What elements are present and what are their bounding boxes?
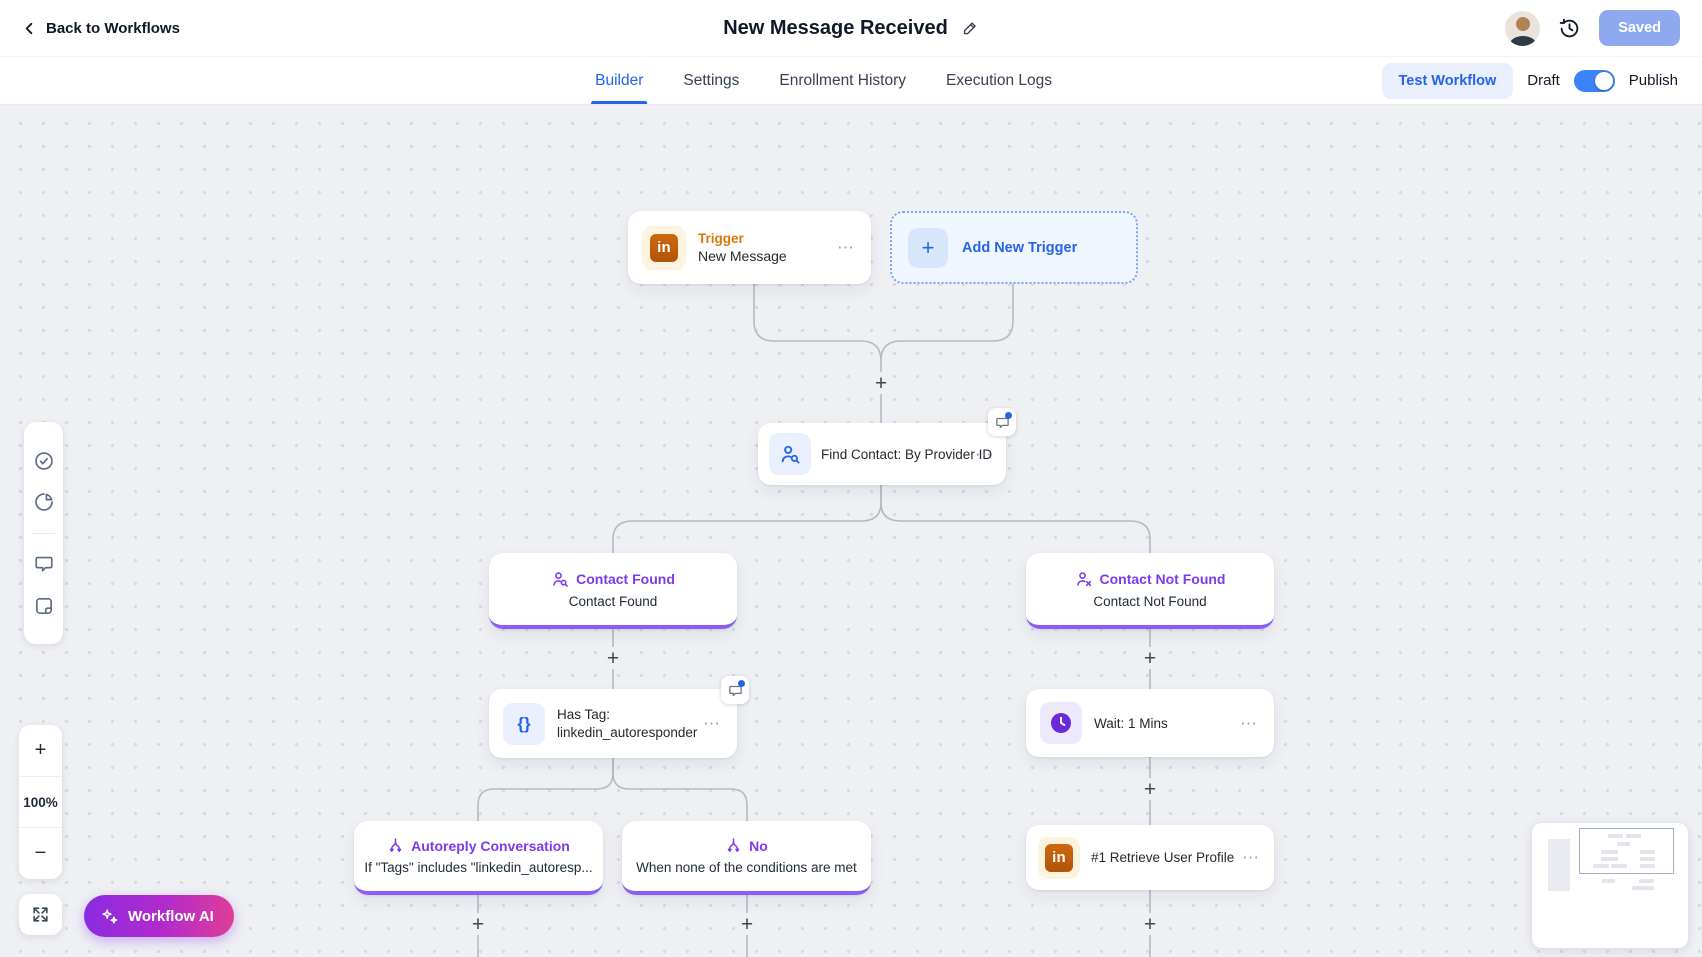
fullscreen-button[interactable] xyxy=(19,894,62,935)
comment-indicator-dot xyxy=(738,680,745,687)
tab-settings[interactable]: Settings xyxy=(683,71,740,89)
add-step-button[interactable]: + xyxy=(1139,647,1161,669)
tab-builder[interactable]: Builder xyxy=(591,57,648,104)
minimap-viewport[interactable] xyxy=(1579,828,1674,874)
contact-found-node[interactable]: Contact Found Contact Found xyxy=(489,553,737,629)
trigger-node[interactable]: in Trigger New Message ⋯ xyxy=(628,211,871,284)
branch-subtitle: Contact Not Found xyxy=(1093,593,1207,609)
canvas-side-toolbar xyxy=(24,422,63,644)
sticky-note-icon[interactable] xyxy=(33,595,55,617)
autoreply-conversation-node[interactable]: Autoreply Conversation If "Tags" include… xyxy=(354,821,603,895)
workflow-ai-button[interactable]: Workflow AI xyxy=(84,895,234,937)
page-title: New Message Received xyxy=(723,16,948,39)
comment-badge[interactable] xyxy=(988,408,1016,436)
has-tag-line1: Has Tag: xyxy=(557,707,611,722)
linkedin-icon: in xyxy=(642,225,686,270)
wait-title: Wait: 1 Mins xyxy=(1094,715,1168,731)
zoom-in-button[interactable]: + xyxy=(19,725,62,776)
has-tag-node[interactable]: {} Has Tag: linkedin_autoresponder ⋯ xyxy=(489,689,737,758)
pie-chart-icon[interactable] xyxy=(33,491,55,513)
zoom-controls: + 100% − xyxy=(19,725,62,879)
add-step-button[interactable]: + xyxy=(870,372,892,394)
add-new-trigger-label: Add New Trigger xyxy=(962,239,1078,256)
retrieve-user-profile-node[interactable]: in #1 Retrieve User Profile ⋯ xyxy=(1026,825,1274,890)
branch-icon xyxy=(725,837,742,854)
find-contact-title: Find Contact: By Provider ID xyxy=(821,446,993,462)
sparkles-icon xyxy=(100,907,119,926)
saved-button[interactable]: Saved xyxy=(1599,10,1680,46)
find-contact-node[interactable]: Find Contact: By Provider ID ⋯ xyxy=(758,423,1006,485)
minimap[interactable] xyxy=(1532,823,1688,948)
person-search-icon xyxy=(769,433,811,475)
branch-subtitle: Contact Found xyxy=(568,593,658,609)
header: Back to Workflows New Message Received S… xyxy=(0,0,1702,57)
node-menu-button[interactable]: ⋯ xyxy=(1242,848,1260,867)
avatar[interactable] xyxy=(1505,10,1541,46)
zoom-level: 100% xyxy=(19,775,62,828)
branch-title: Contact Found xyxy=(576,570,675,587)
person-search-icon xyxy=(551,570,569,588)
comment-badge[interactable] xyxy=(721,676,749,704)
check-circle-icon[interactable] xyxy=(33,450,55,472)
node-menu-button[interactable]: ⋯ xyxy=(703,714,721,733)
zoom-out-button[interactable]: − xyxy=(19,827,62,879)
trigger-category: Trigger xyxy=(698,231,744,246)
branch-title: Contact Not Found xyxy=(1099,570,1226,587)
back-label: Back to Workflows xyxy=(46,19,180,37)
retrieve-profile-title: #1 Retrieve User Profile xyxy=(1091,850,1235,865)
braces-icon: {} xyxy=(503,702,545,745)
comment-icon[interactable] xyxy=(33,553,55,575)
minimap-node-block xyxy=(1548,839,1570,891)
add-step-button[interactable]: + xyxy=(1139,778,1161,800)
toolbar-divider xyxy=(32,532,55,534)
node-menu-button[interactable]: ⋯ xyxy=(837,238,855,257)
branch-subtitle: If "Tags" includes "linkedin_autoresp... xyxy=(364,860,593,875)
tabbar: Builder Settings Enrollment History Exec… xyxy=(0,57,1702,105)
add-step-button[interactable]: + xyxy=(602,647,624,669)
add-step-button[interactable]: + xyxy=(736,913,758,935)
branch-title: Autoreply Conversation xyxy=(411,837,570,854)
publish-toggle[interactable] xyxy=(1573,69,1615,92)
wait-node[interactable]: Wait: 1 Mins ⋯ xyxy=(1026,689,1274,757)
branch-subtitle: When none of the conditions are met xyxy=(636,860,857,875)
edit-title-icon[interactable] xyxy=(961,19,979,37)
chevron-left-icon xyxy=(22,21,37,36)
add-step-button[interactable]: + xyxy=(467,913,489,935)
clock-icon xyxy=(1040,702,1082,744)
back-to-workflows-button[interactable]: Back to Workflows xyxy=(22,20,180,37)
publish-label: Publish xyxy=(1628,72,1678,89)
test-workflow-button[interactable]: Test Workflow xyxy=(1381,62,1514,99)
add-step-button[interactable]: + xyxy=(1139,913,1161,935)
comment-indicator-dot xyxy=(1005,412,1012,419)
no-branch-node[interactable]: No When none of the conditions are met xyxy=(622,821,871,895)
person-x-icon xyxy=(1075,570,1093,588)
branch-title: No xyxy=(749,837,768,854)
workflow-canvas[interactable]: + + + + + + + in Trigger New Message ⋯ +… xyxy=(0,105,1702,957)
workflow-ai-label: Workflow AI xyxy=(128,907,214,925)
node-menu-button[interactable]: ⋯ xyxy=(975,444,993,464)
has-tag-line2: linkedin_autoresponder xyxy=(557,725,698,740)
branch-icon xyxy=(387,837,404,854)
linkedin-icon: in xyxy=(1038,836,1080,879)
plus-icon: + xyxy=(908,227,948,268)
trigger-title: New Message xyxy=(698,248,787,264)
draft-label: Draft xyxy=(1527,72,1560,89)
tab-execution-logs[interactable]: Execution Logs xyxy=(946,71,1053,89)
contact-not-found-node[interactable]: Contact Not Found Contact Not Found xyxy=(1026,553,1274,629)
node-menu-button[interactable]: ⋯ xyxy=(1240,713,1258,733)
tab-enrollment-history[interactable]: Enrollment History xyxy=(779,71,907,89)
add-new-trigger-button[interactable]: + Add New Trigger xyxy=(890,211,1138,284)
history-icon[interactable] xyxy=(1558,17,1581,40)
